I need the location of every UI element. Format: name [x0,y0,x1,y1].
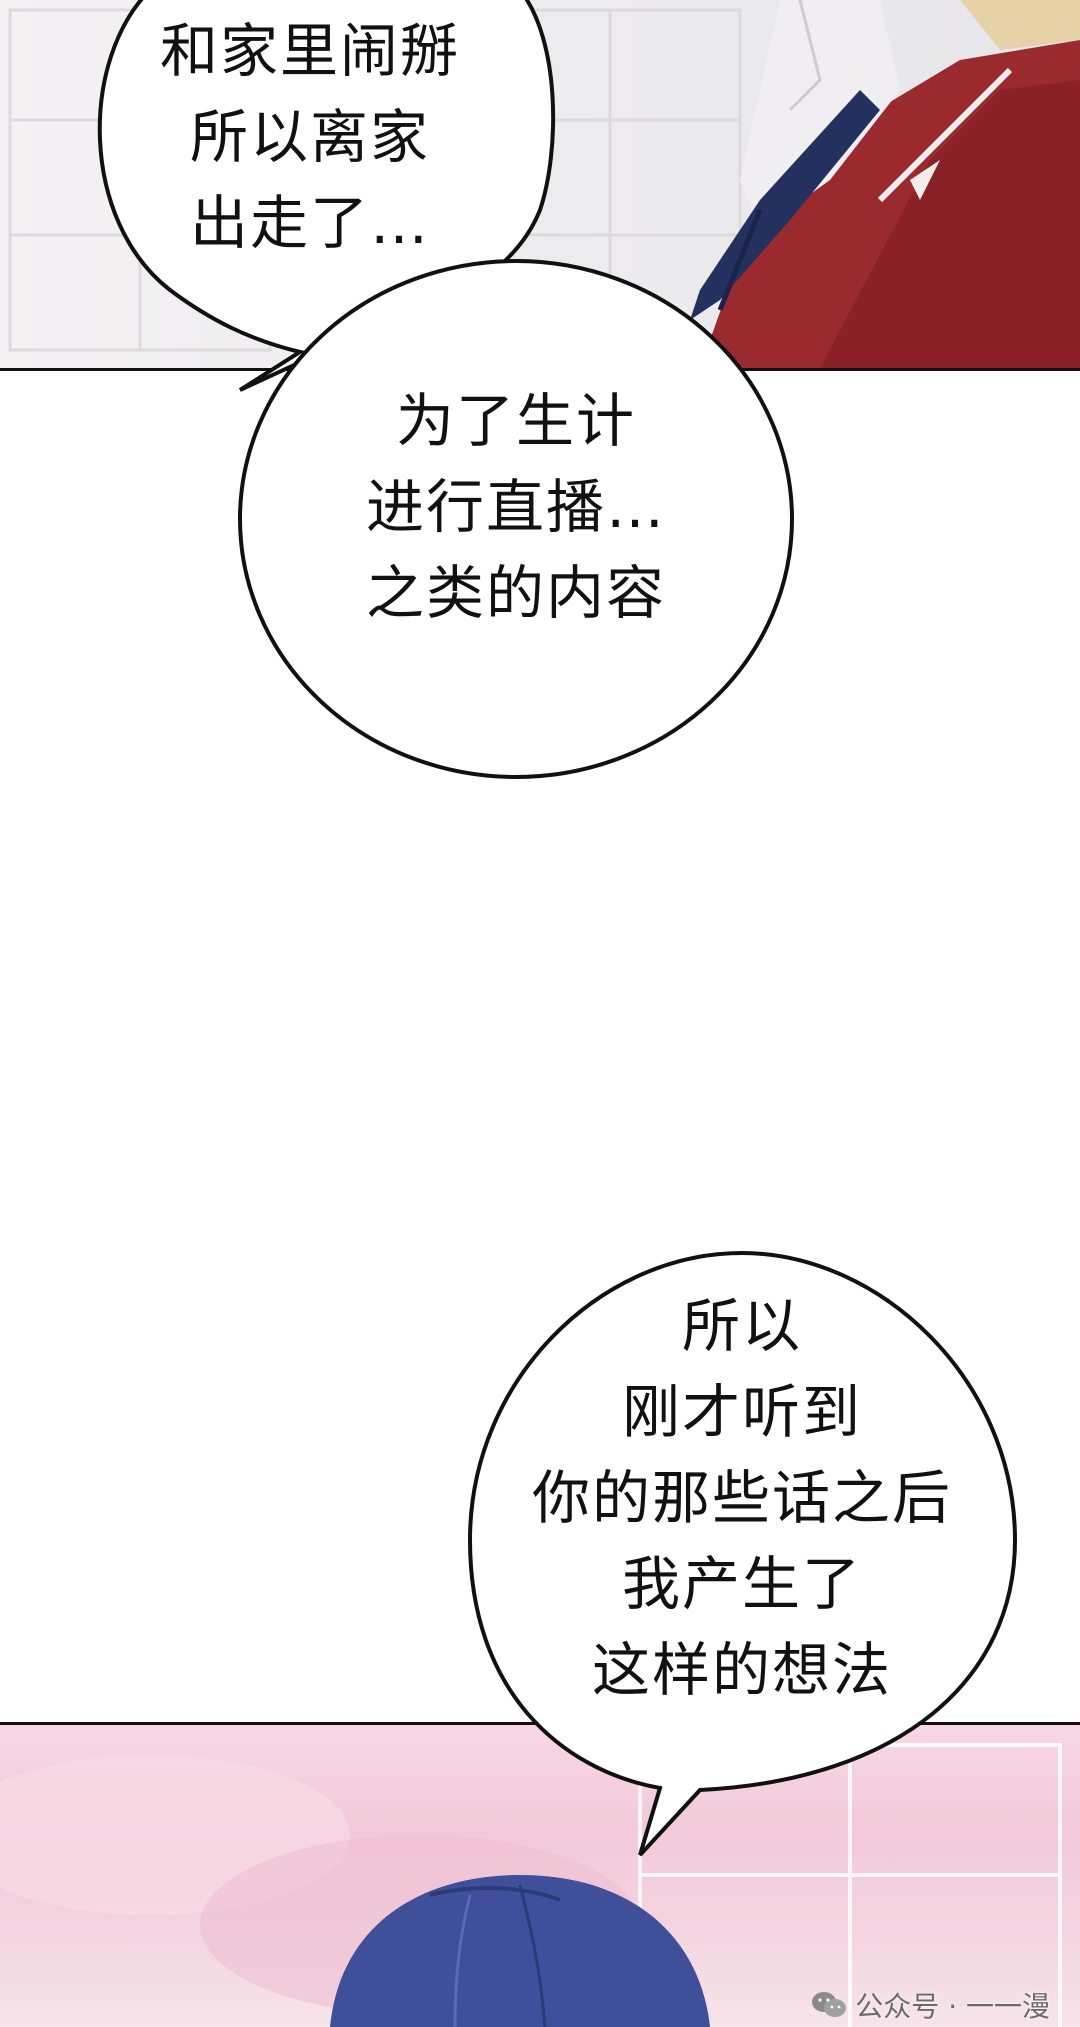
watermark-text: 公众号 · 一一漫 [855,1990,1050,2023]
bubble-line: 这样的想法 [591,1636,892,1704]
speech-bubble-third [467,1250,1018,1857]
white-shirt [740,0,900,230]
watermark: 公众号 · 一一漫 [811,1985,1050,2025]
bubble-line: 出走了… [189,189,430,257]
bubble-line: 和家里闹掰 [159,17,460,85]
bottom-panel-art [0,1743,1062,2027]
blue-hair-head [330,1875,710,2027]
wechat-icon [811,1991,847,2019]
bubble-line: 你的那些话之后 [531,1464,952,1532]
bubble-line: 所以 [681,1292,802,1360]
bubble-line: 我产生了 [621,1550,862,1618]
speech-bubble-second-text: 为了生计 进行直播… 之类的内容 [316,378,716,636]
speech-bubble-first-text: 和家里闹掰 所以离家 出走了… [120,8,500,266]
speech-bubble-third-text: 所以 刚才听到 你的那些话之后 我产生了 这样的想法 [492,1283,992,1713]
bubble-line: 所以离家 [189,103,430,171]
bubble-line: 进行直播… [365,473,666,541]
speech-bubble-second [238,259,794,779]
bottom-comic-panel [0,1722,1080,2027]
bubble-line: 之类的内容 [365,559,666,627]
bubble-line: 刚才听到 [621,1378,862,1446]
hair [960,0,1080,50]
bubble-line: 为了生计 [395,387,636,455]
